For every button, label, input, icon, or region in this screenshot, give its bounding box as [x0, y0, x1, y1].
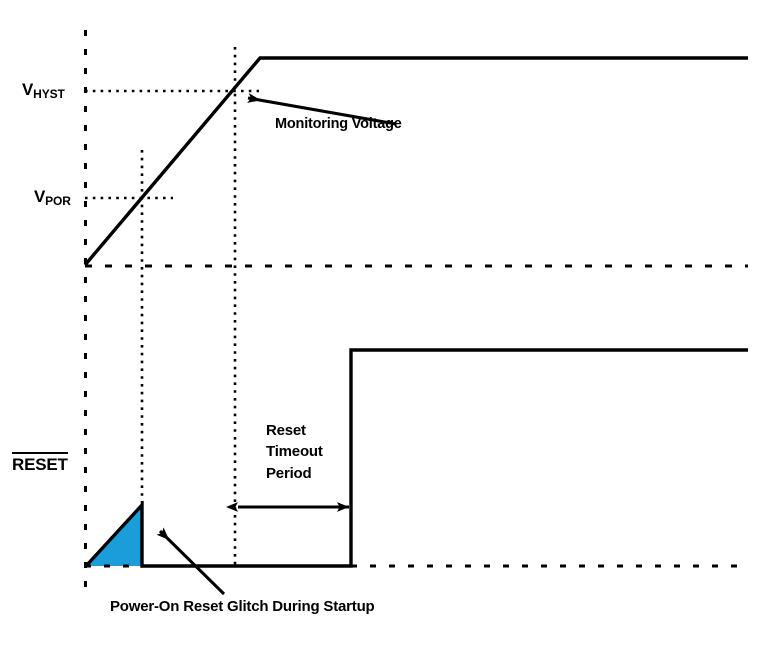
vhyst-label-base: V	[22, 80, 34, 99]
reset-signal-label: RESET	[12, 452, 68, 475]
monitoring-voltage-label: Monitoring Voltage	[275, 116, 402, 132]
reset-timeout-line-2: Timeout	[266, 443, 323, 461]
vhyst-label-subscript: HYST	[33, 87, 65, 101]
vpor-label: VPOR	[34, 187, 71, 208]
reset-timeout-period-label: Reset Timeout Period	[266, 420, 323, 484]
reset-signal-label-text: RESET	[12, 452, 68, 475]
monitoring-voltage-waveform	[83, 56, 748, 267]
vpor-label-base: V	[34, 187, 46, 206]
glitch-caption-label: Power-On Reset Glitch During Startup	[110, 598, 375, 615]
reset-timeout-line-1: Reset	[266, 422, 306, 439]
monitoring-voltage-arrow	[247, 93, 397, 126]
vpor-label-subscript: POR	[45, 194, 71, 208]
reset-timeout-line-3: Period	[266, 464, 312, 482]
glitch-annotation-arrow	[156, 527, 226, 596]
reset-waveform	[84, 348, 748, 568]
vhyst-label: VHYST	[22, 80, 65, 101]
